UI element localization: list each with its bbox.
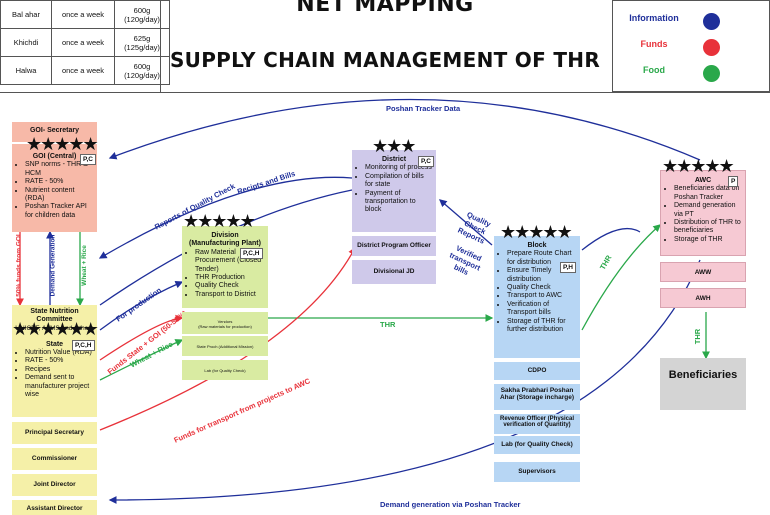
goi-tag: P,C xyxy=(80,154,96,165)
page-subtitle: SUPPLY CHAIN MANAGEMENT OF THR xyxy=(169,48,601,72)
division-lab: Lab (for Quality Check) xyxy=(182,360,268,380)
awh: AWH xyxy=(660,288,746,308)
sakha-prabhari: Sakha Prabhari Poshan Ahar (Storage inch… xyxy=(494,384,580,410)
supervisors: Supervisors xyxy=(494,462,580,482)
awc-stars-icon: ★★★★★ xyxy=(662,156,735,176)
label-poshan-tracker-data: Poshan Tracker Data xyxy=(386,104,461,113)
list-item: THR Production xyxy=(195,274,265,282)
beneficiaries: Beneficiaries xyxy=(660,358,746,410)
meal-freq: once a week xyxy=(51,28,115,57)
list-item: Recipes xyxy=(25,366,94,374)
page-title: NET MAPPING xyxy=(296,0,474,17)
legend-label-funds: Funds xyxy=(640,39,668,49)
list-item: Verification of Transport bills xyxy=(507,301,577,318)
division-tag: P,C,H xyxy=(240,248,263,259)
list-item: Transport to AWC xyxy=(507,292,577,300)
district-tag: P,C xyxy=(418,156,434,167)
block-stars-icon: ★★★★★ xyxy=(500,222,573,242)
label-funds-goi: 50% funds from GOI xyxy=(15,234,23,297)
cdpo: CDPO xyxy=(494,362,580,380)
division-vendors: Vendors (Raw materials for production) xyxy=(182,312,268,334)
label-demand-poshan: Demand generation via Poshan Tracker xyxy=(380,500,521,509)
state-tag: P,C,H xyxy=(72,340,95,351)
joint-director: Joint Director xyxy=(12,474,97,496)
state-box: State Nutrition Committee UNICEF, AIIMS … xyxy=(12,305,97,417)
block-title: Block xyxy=(527,242,547,249)
list-item: Poshan Tracker API for children data xyxy=(25,203,94,220)
district-list: Monitoring of process Compilation of bil… xyxy=(355,164,433,214)
list-item: Storage of THR xyxy=(674,236,742,244)
divisional-jd: Divisional JD xyxy=(352,260,436,284)
division-box: Division (Manufacturing Plant) Raw Mater… xyxy=(182,226,268,308)
label-thr: THR xyxy=(380,320,396,329)
list-item: Demand sent to manufacturer project wise xyxy=(25,374,94,399)
list-item: Monitoring of process xyxy=(365,164,433,172)
aww: AWW xyxy=(660,262,746,282)
goi-central-title: GOI (Central) xyxy=(32,153,77,160)
block-lab: Lab (for Quality Check) xyxy=(494,436,580,454)
list-item: Transport to District xyxy=(195,291,265,299)
snc-title: State Nutrition Committee xyxy=(30,308,79,324)
list-item: Payment of transportation to block xyxy=(365,190,433,215)
awc-list: Beneficiaries data on Poshan Tracker Dem… xyxy=(664,185,742,244)
list-item: RATE - 50% xyxy=(25,178,94,186)
awc-tag: P xyxy=(728,176,739,187)
list-item: Quality Check xyxy=(195,282,265,290)
list-item: Nutrition Value (RDA) xyxy=(25,349,94,357)
label-demand-generation: Demand Generation xyxy=(49,234,57,297)
block-list: Prepare Route Chart for distribution Ens… xyxy=(497,250,577,334)
list-item: RATE - 50% xyxy=(25,357,94,365)
awc-title: AWC xyxy=(694,177,712,184)
list-item: Compilation of bills for state xyxy=(365,173,433,190)
state-stars-icon: ★★★★★★ xyxy=(12,319,99,339)
revenue-officer: Revenue Officer (Physical verification o… xyxy=(494,414,580,434)
list-item: Nutrient content (RDA) xyxy=(25,187,94,204)
block-tag: P,H xyxy=(560,262,576,273)
label-wheat-rice: Wheat + Rice xyxy=(80,245,88,286)
assistant-director: Assistant Director xyxy=(12,500,97,515)
funds-dot-icon xyxy=(703,39,720,56)
division-title: Division (Manufacturing Plant) xyxy=(189,232,261,248)
table-row: Halwa once a week 600g (120g/day) xyxy=(0,56,177,85)
list-item: SNP norms - THR & HCM xyxy=(25,161,94,178)
meal-item: Halwa xyxy=(0,56,52,85)
commissioner: Commissioner xyxy=(12,448,97,470)
division-state-proch: State Proch (Additional Mission) xyxy=(182,336,268,356)
label-thr-3: THR xyxy=(693,328,703,345)
division-stars-icon: ★★★★★ xyxy=(183,211,256,231)
info-dot-icon xyxy=(703,13,720,30)
state-title: State xyxy=(45,340,64,348)
awc-box: AWC Beneficiaries data on Poshan Tracker… xyxy=(660,170,746,256)
block-box: Block Prepare Route Chart for distributi… xyxy=(494,236,580,358)
list-item: Raw Material Procurement (Closed Tender) xyxy=(195,249,265,274)
district-stars-icon: ★★★ xyxy=(372,136,416,156)
principal-secretary: Principal Secretary xyxy=(12,422,97,444)
list-item: Prepare Route Chart for distribution xyxy=(507,250,577,267)
division-list: Raw Material Procurement (Closed Tender)… xyxy=(185,249,265,299)
list-item: Distribution of THR to beneficiaries xyxy=(674,219,742,236)
meal-freq: once a week xyxy=(51,56,115,85)
list-item: Ensure Timely distribution xyxy=(507,267,577,284)
district-program-officer: District Program Officer xyxy=(352,236,436,256)
legend-label-food: Food xyxy=(643,65,665,75)
list-item: Demand generation via PT xyxy=(674,202,742,219)
snc-sub: UNICEF, AIIMS and Others xyxy=(15,324,94,332)
list-item: Quality Check xyxy=(507,284,577,292)
goi-secretary: GOI- Secretary xyxy=(12,122,97,142)
meal-item: Bal ahar xyxy=(0,0,52,29)
goi-list: SNP norms - THR & HCM RATE - 50% Nutrien… xyxy=(15,161,94,220)
list-item: Beneficiaries data on Poshan Tracker xyxy=(674,185,742,202)
goi-stars-icon: ★★★★★ xyxy=(26,134,99,154)
state-list: Nutrition Value (RDA) RATE - 50% Recipes… xyxy=(15,349,94,399)
list-item: Storage of THR for further distribution xyxy=(507,318,577,335)
legend-label-information: Information xyxy=(629,13,679,23)
food-dot-icon xyxy=(703,65,720,82)
district-title: District xyxy=(381,156,407,163)
